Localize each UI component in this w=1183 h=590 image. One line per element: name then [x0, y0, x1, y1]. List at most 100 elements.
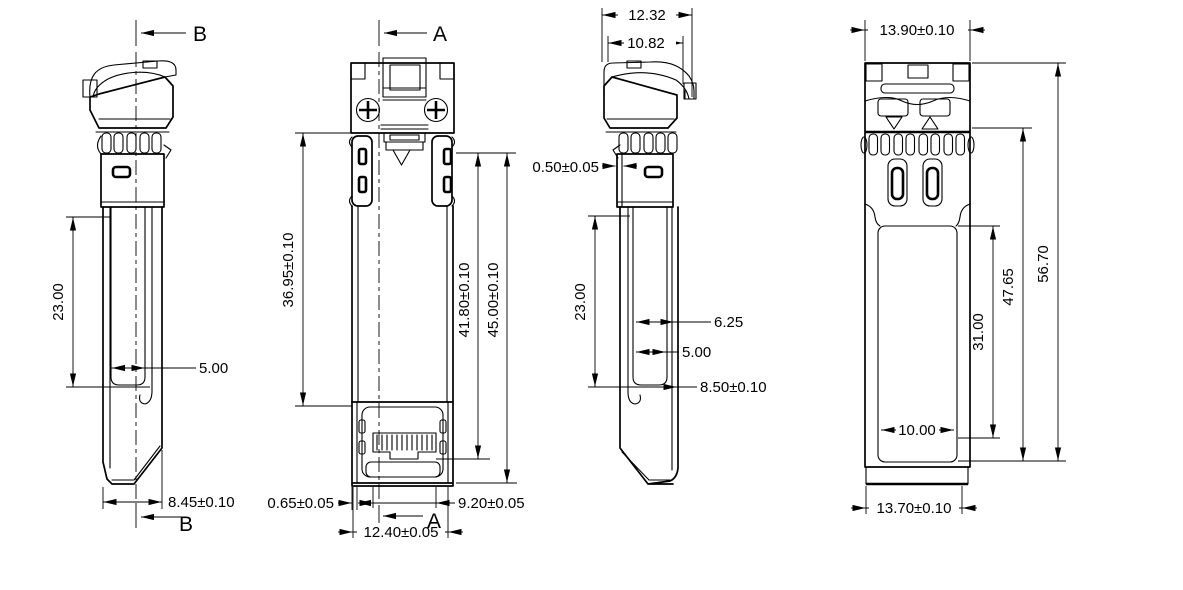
dim-500: 5.00 — [682, 344, 711, 361]
dim-bore-width: 5.00 — [199, 360, 228, 377]
dim-body-length: 36.95±0.10 — [280, 233, 297, 308]
housing-bump — [358, 440, 366, 455]
dim-label-1000: 10.00 — [898, 422, 936, 439]
card-edge-pins — [376, 434, 433, 451]
dim-width-1370: 13.70±0.10 — [877, 500, 952, 517]
grip-slot-right-inner — [925, 166, 940, 201]
dim-body-height: 23.00 — [50, 283, 67, 321]
ext-line — [958, 62, 1066, 462]
upper-body — [100, 153, 165, 208]
view-front: A — [267, 20, 525, 541]
emi-side-bump-right — [163, 144, 172, 159]
view-rear: 13.90±0.10 — [850, 20, 1066, 517]
latch-housing — [382, 57, 427, 98]
tube-outline — [102, 206, 163, 485]
ext-line — [372, 487, 437, 508]
dim-width-1390: 13.90±0.10 — [880, 22, 955, 39]
connector-bar — [365, 461, 441, 478]
top-tab-center — [907, 64, 929, 79]
rail-slot — [357, 175, 368, 194]
connector-walls — [356, 401, 449, 484]
body-outline — [864, 62, 971, 468]
grip-slot-right — [922, 158, 943, 207]
rx-marker-triangle — [921, 116, 939, 130]
cap-body — [603, 76, 678, 129]
rail-slot — [442, 147, 453, 166]
tube-chamfer-inner — [111, 445, 161, 481]
ext-line — [295, 132, 352, 407]
rail-slot — [442, 175, 453, 194]
ext-line — [351, 487, 358, 510]
housing-bump — [439, 419, 447, 434]
dim-module-depth: 8.45±0.10 — [168, 494, 235, 511]
latch-triangle-pointer — [392, 149, 411, 166]
dim-4765: 47.65 — [1000, 268, 1017, 306]
view-side-left: B 23.00 — [50, 20, 235, 536]
corner-notch-right — [439, 62, 455, 80]
bail-handle-outer — [603, 61, 695, 100]
dim-cap-1232: 12.32 — [628, 7, 666, 24]
top-tab-left — [865, 63, 883, 82]
dim-width-1240: 12.40±0.05 — [364, 524, 439, 541]
label-recess — [877, 225, 958, 463]
dim-body-height: 23.00 — [572, 283, 589, 321]
tube-outline — [619, 206, 679, 485]
ext-line — [102, 450, 163, 509]
emi-fingers — [868, 133, 966, 156]
section-label-a-top: A — [433, 23, 447, 46]
housing-bump — [358, 419, 366, 434]
emi-fingers — [618, 132, 678, 154]
body-inner-sides — [357, 205, 448, 403]
rail-slot — [357, 147, 368, 166]
bail-detail — [626, 60, 642, 69]
top-tab-right — [952, 63, 970, 82]
shoulder-curves — [864, 203, 971, 227]
grip-slot-left-inner — [890, 166, 905, 201]
rail-bumps — [348, 136, 456, 207]
bail-bar — [880, 83, 955, 94]
rail-right — [431, 135, 453, 207]
tube-chamfer-inner — [621, 451, 671, 481]
pcb-edges — [865, 466, 969, 485]
latch-tongue — [383, 132, 426, 143]
cap-lower-edge — [864, 96, 971, 106]
section-label-a-bottom: A — [427, 510, 441, 533]
connector-outline — [351, 401, 454, 487]
head-block — [350, 62, 455, 134]
housing-bump — [439, 440, 447, 455]
latch-window-right — [919, 98, 951, 117]
dim-connector-920: 9.20±0.05 — [458, 495, 525, 512]
emi-side-bump-left — [96, 135, 102, 155]
dim-wall-065: 0.65±0.05 — [267, 495, 334, 512]
tube-inner-left-hook — [627, 206, 641, 405]
ext-line — [864, 20, 971, 61]
side-slot — [643, 165, 664, 179]
bail-handle-inner — [92, 71, 166, 98]
emi-side-bump-right — [967, 136, 975, 154]
side-slot — [111, 165, 132, 179]
section-label-b-top: B — [193, 23, 207, 46]
tx-marker-triangle — [885, 116, 903, 130]
screw-left-cross — [359, 101, 377, 119]
bail-handle-inner — [611, 72, 690, 100]
dim-cap-1082: 10.82 — [627, 35, 665, 52]
ext-line — [607, 36, 684, 84]
screw-right — [423, 97, 449, 123]
dim-length-4180: 41.80±0.10 — [456, 263, 473, 338]
view-side-right: 12.32 10.82 — [532, 6, 767, 485]
tube-inner-right-hook — [139, 206, 153, 405]
section-label-b-bottom: B — [179, 513, 193, 536]
emi-fingers — [101, 132, 162, 154]
bail-nub — [683, 82, 697, 100]
dim-625: 6.25 — [714, 314, 743, 331]
dim-3100: 31.00 — [970, 313, 987, 351]
tube-bore — [632, 206, 668, 386]
latch-lines — [380, 87, 429, 130]
corner-notch-left — [350, 62, 366, 80]
upper-body — [616, 153, 674, 208]
latch-window — [389, 64, 421, 91]
dim-length-4500: 45.00±0.10 — [485, 263, 502, 338]
dim-850: 8.50±0.10 — [700, 379, 767, 396]
